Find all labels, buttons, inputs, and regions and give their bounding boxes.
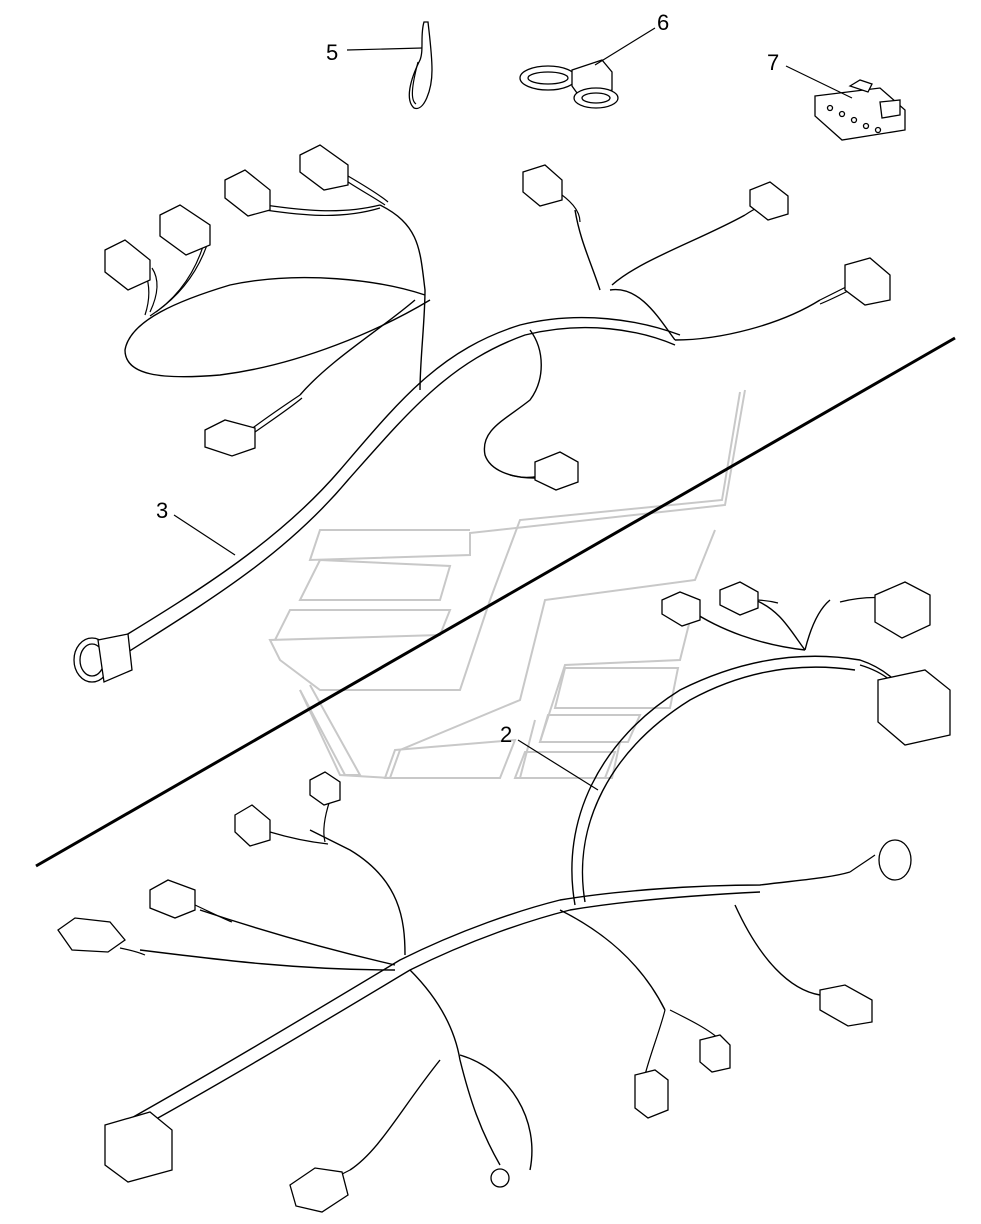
leader-line-5 — [346, 47, 423, 51]
watermark-logo — [268, 389, 746, 780]
divider-line — [35, 336, 956, 868]
leader-line-2 — [517, 739, 599, 791]
leader-line-6 — [594, 27, 656, 66]
callout-7: 7 — [767, 50, 779, 75]
callout-6: 6 — [657, 10, 669, 35]
callout-2: 2 — [500, 722, 512, 747]
connector-part-7 — [814, 79, 906, 141]
callout-5: 5 — [326, 40, 338, 65]
leader-line-7 — [785, 65, 853, 99]
harness-2 — [57, 581, 951, 1213]
harness-3 — [73, 144, 891, 683]
callout-3: 3 — [156, 498, 168, 523]
leader-line-3 — [173, 514, 236, 556]
clamp-part — [519, 59, 619, 109]
cable-tie-part — [408, 21, 433, 109]
